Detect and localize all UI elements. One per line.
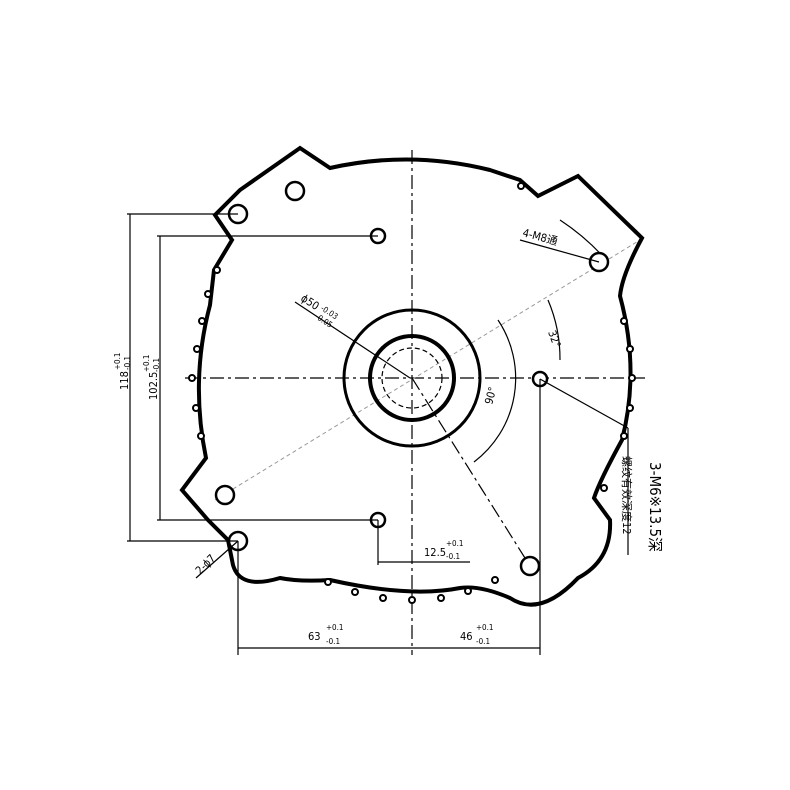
svg-text:+0.1: +0.1 <box>326 623 343 632</box>
diagonal-construction-line <box>214 239 641 501</box>
svg-text:46: 46 <box>460 630 473 643</box>
radial-centerline <box>411 377 531 567</box>
note-phi7-label: 2-ϕ7 <box>193 552 218 577</box>
dimension-lines <box>127 213 629 655</box>
dim-118-label: 118 +0.1 -0.1 <box>113 353 132 390</box>
note-thread-depth-label: 螺纹有效深度12 <box>620 456 634 535</box>
angle-90-label: 90° <box>482 385 499 405</box>
svg-text:-0.1: -0.1 <box>476 637 490 646</box>
note-m6-label: 3-M6※13.5深 <box>646 462 664 552</box>
svg-text:-0.1: -0.1 <box>326 637 340 646</box>
svg-text:+0.1: +0.1 <box>142 355 151 372</box>
dim-63-label: 63 +0.1 -0.1 <box>308 623 343 646</box>
dim-12-5-label: 12.5 +0.1 -0.1 <box>424 539 463 561</box>
angle-32-label: 32° <box>545 329 563 350</box>
svg-text:-0.1: -0.1 <box>152 358 161 372</box>
svg-text:+0.1: +0.1 <box>113 353 122 370</box>
svg-text:63: 63 <box>308 630 321 643</box>
svg-text:-0.1: -0.1 <box>123 356 132 370</box>
rim-bosses <box>188 182 636 604</box>
dim-46-label: 46 +0.1 -0.1 <box>460 623 493 646</box>
angle-32-arc <box>547 299 561 361</box>
housing-outline <box>179 145 645 607</box>
svg-text:+0.1: +0.1 <box>446 539 463 548</box>
svg-text:-0.1: -0.1 <box>446 552 460 561</box>
note-m8-label: 4-M8通 <box>521 226 559 248</box>
dim-bore-label: ϕ50 -0.03 -0.05 <box>298 292 339 330</box>
svg-text:+0.1: +0.1 <box>476 623 493 632</box>
svg-text:118: 118 <box>118 371 131 390</box>
angle-90-arc <box>473 319 517 463</box>
bore-circle <box>368 334 456 422</box>
svg-text:102.5: 102.5 <box>147 372 160 400</box>
mounting-holes <box>214 180 610 577</box>
svg-text:ϕ50: ϕ50 <box>298 292 321 313</box>
spline-circle <box>381 347 443 409</box>
hub-outer-circle <box>342 308 482 448</box>
svg-text:12.5: 12.5 <box>424 546 446 559</box>
dim-102-5-label: 102.5 +0.1 -0.1 <box>142 355 161 400</box>
